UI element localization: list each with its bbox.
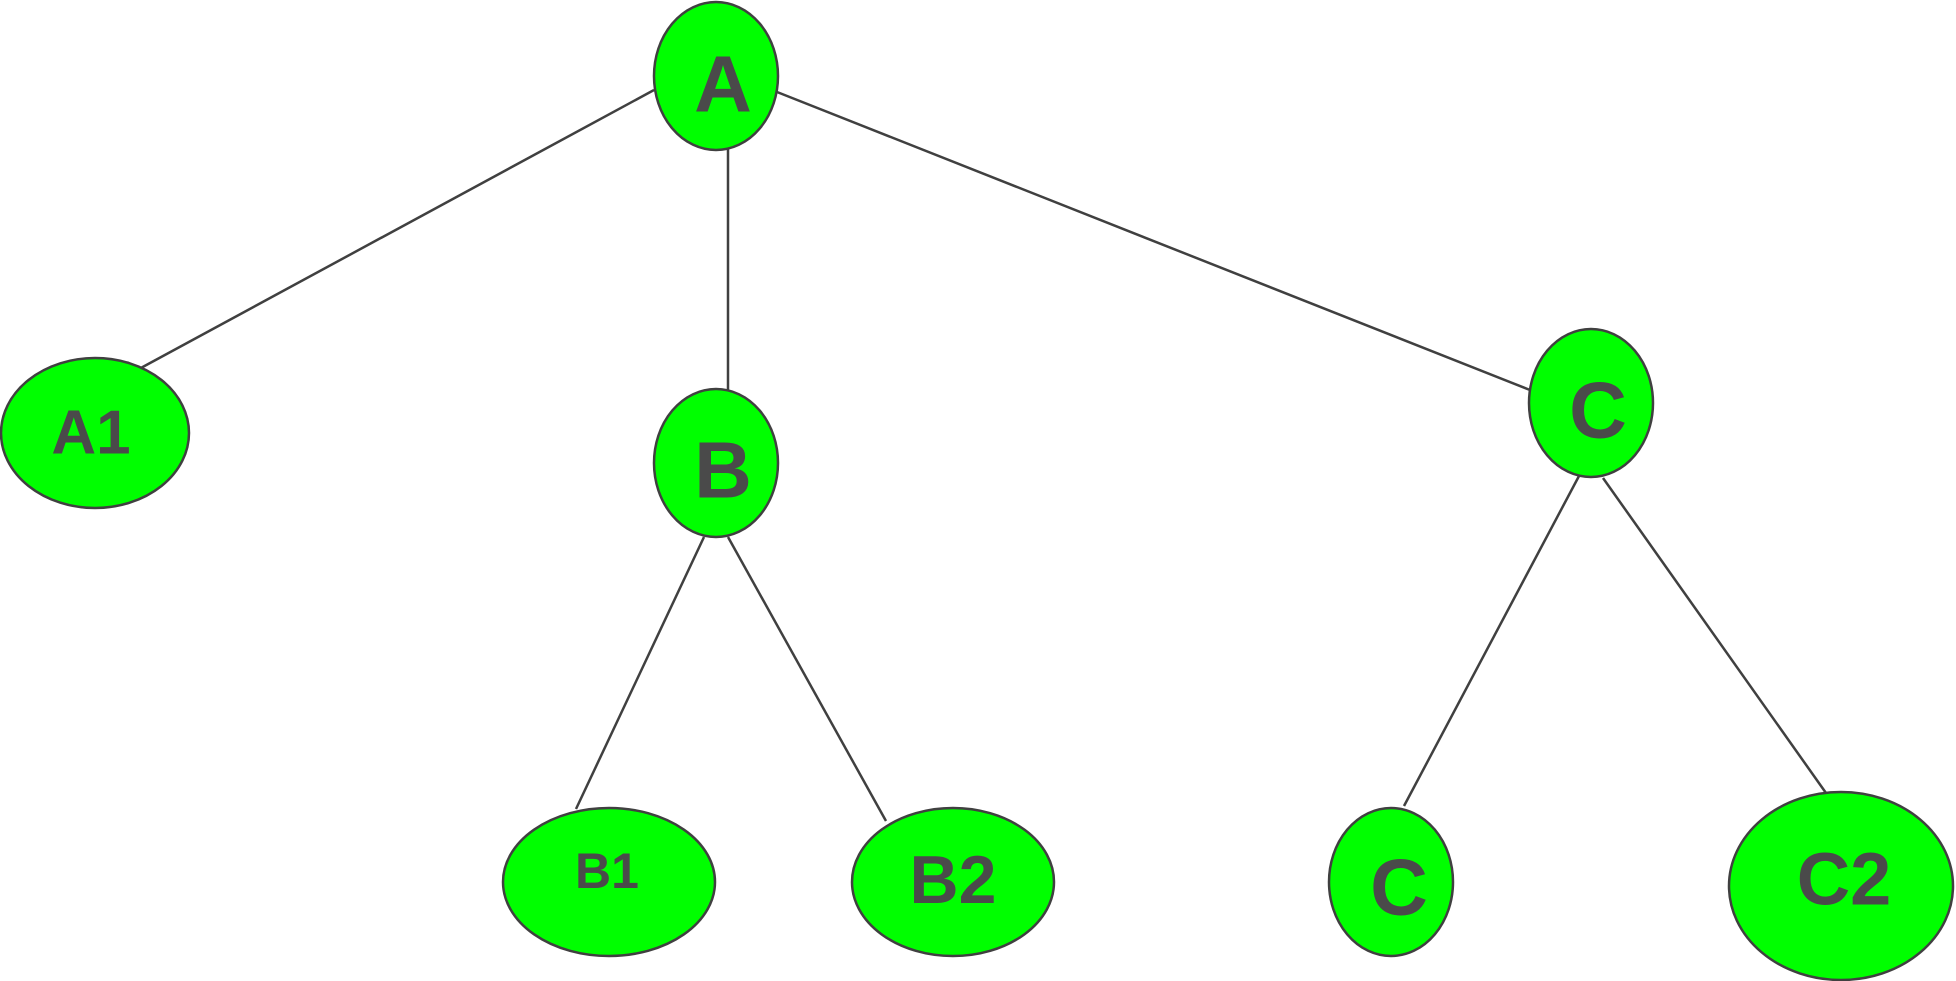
edge-b-b2 <box>726 536 888 822</box>
node-c1-shape <box>1327 806 1455 958</box>
node-a: A <box>652 0 780 152</box>
node-b2: B2 <box>850 806 1056 958</box>
node-b-shape <box>652 387 780 539</box>
node-c2: C2 <box>1727 790 1955 981</box>
node-c2-shape <box>1727 790 1955 981</box>
edge-a-a1 <box>138 88 655 371</box>
edge-b-b1 <box>574 536 706 810</box>
node-a-label: A <box>694 40 752 129</box>
node-c-label: C <box>1569 366 1627 455</box>
node-b-label: B <box>694 426 752 515</box>
edges <box>138 88 1828 822</box>
node-c1-label: C <box>1370 843 1428 932</box>
node-b1-label: B1 <box>575 843 639 899</box>
node-c2-label: C2 <box>1797 838 1892 921</box>
node-b2-label: B2 <box>910 842 997 918</box>
node-c: C <box>1527 327 1655 479</box>
node-a1-label: A1 <box>51 399 130 468</box>
node-a-shape <box>652 0 780 152</box>
edge-a-c <box>776 90 1531 392</box>
node-a1-shape <box>0 356 191 510</box>
node-b2-shape <box>850 806 1056 958</box>
node-a1: A1 <box>0 356 191 510</box>
edge-c-c2 <box>1601 477 1828 794</box>
node-b1: B1 <box>501 806 717 958</box>
edge-c-c1 <box>1402 475 1581 807</box>
node-c1: C <box>1327 806 1455 958</box>
node-b1-shape <box>501 806 717 958</box>
node-b: B <box>652 387 780 539</box>
node-c-shape <box>1527 327 1655 479</box>
